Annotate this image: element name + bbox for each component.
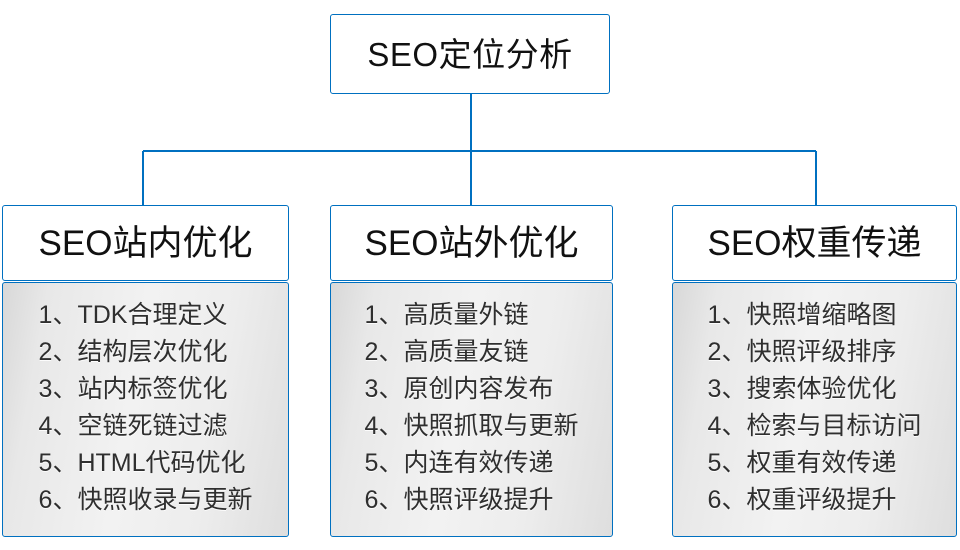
list-item: 2、结构层次优化 xyxy=(38,338,228,366)
branch-1-header-label: SEO站内优化 xyxy=(38,223,253,263)
branch-3-header: SEO权重传递 xyxy=(672,205,957,281)
list-item: 1、快照增缩略图 xyxy=(707,301,897,329)
branch-column-2: SEO站外优化 1、高质量外链 2、高质量友链 3、原创内容发布 4、快照抓取与… xyxy=(330,205,613,537)
branch-3-header-label: SEO权重传递 xyxy=(707,223,922,263)
root-node: SEO定位分析 xyxy=(330,14,610,94)
list-item: 6、快照评级提升 xyxy=(364,486,554,514)
list-item: 3、搜索体验优化 xyxy=(707,375,897,403)
root-node-label: SEO定位分析 xyxy=(367,35,573,73)
branch-3-body: 1、快照增缩略图 2、快照评级排序 3、搜索体验优化 4、检索与目标访问 5、权… xyxy=(672,282,957,537)
list-item: 5、HTML代码优化 xyxy=(38,449,246,477)
list-item: 1、TDK合理定义 xyxy=(38,301,228,329)
branch-1-header: SEO站内优化 xyxy=(2,205,289,281)
list-item: 4、空链死链过滤 xyxy=(38,412,228,440)
branch-1-body: 1、TDK合理定义 2、结构层次优化 3、站内标签优化 4、空链死链过滤 5、H… xyxy=(2,282,289,537)
list-item: 3、站内标签优化 xyxy=(38,375,228,403)
list-item: 5、内连有效传递 xyxy=(364,449,554,477)
branch-3-list: 1、快照增缩略图 2、快照评级排序 3、搜索体验优化 4、检索与目标访问 5、权… xyxy=(708,297,922,519)
list-item: 6、快照收录与更新 xyxy=(38,486,253,514)
branch-2-header: SEO站外优化 xyxy=(330,205,613,281)
list-item: 1、高质量外链 xyxy=(364,301,529,329)
branch-2-list: 1、高质量外链 2、高质量友链 3、原创内容发布 4、快照抓取与更新 5、内连有… xyxy=(365,297,579,519)
list-item: 2、快照评级排序 xyxy=(707,338,897,366)
list-item: 6、权重评级提升 xyxy=(707,486,897,514)
list-item: 2、高质量友链 xyxy=(364,338,529,366)
branch-2-header-label: SEO站外优化 xyxy=(364,223,579,263)
branch-column-3: SEO权重传递 1、快照增缩略图 2、快照评级排序 3、搜索体验优化 4、检索与… xyxy=(672,205,957,537)
list-item: 3、原创内容发布 xyxy=(364,375,554,403)
list-item: 5、权重有效传递 xyxy=(707,449,897,477)
branch-column-1: SEO站内优化 1、TDK合理定义 2、结构层次优化 3、站内标签优化 4、空链… xyxy=(2,205,289,537)
list-item: 4、快照抓取与更新 xyxy=(364,412,579,440)
list-item: 4、检索与目标访问 xyxy=(707,412,922,440)
branch-1-list: 1、TDK合理定义 2、结构层次优化 3、站内标签优化 4、空链死链过滤 5、H… xyxy=(39,297,253,519)
branch-2-body: 1、高质量外链 2、高质量友链 3、原创内容发布 4、快照抓取与更新 5、内连有… xyxy=(330,282,613,537)
